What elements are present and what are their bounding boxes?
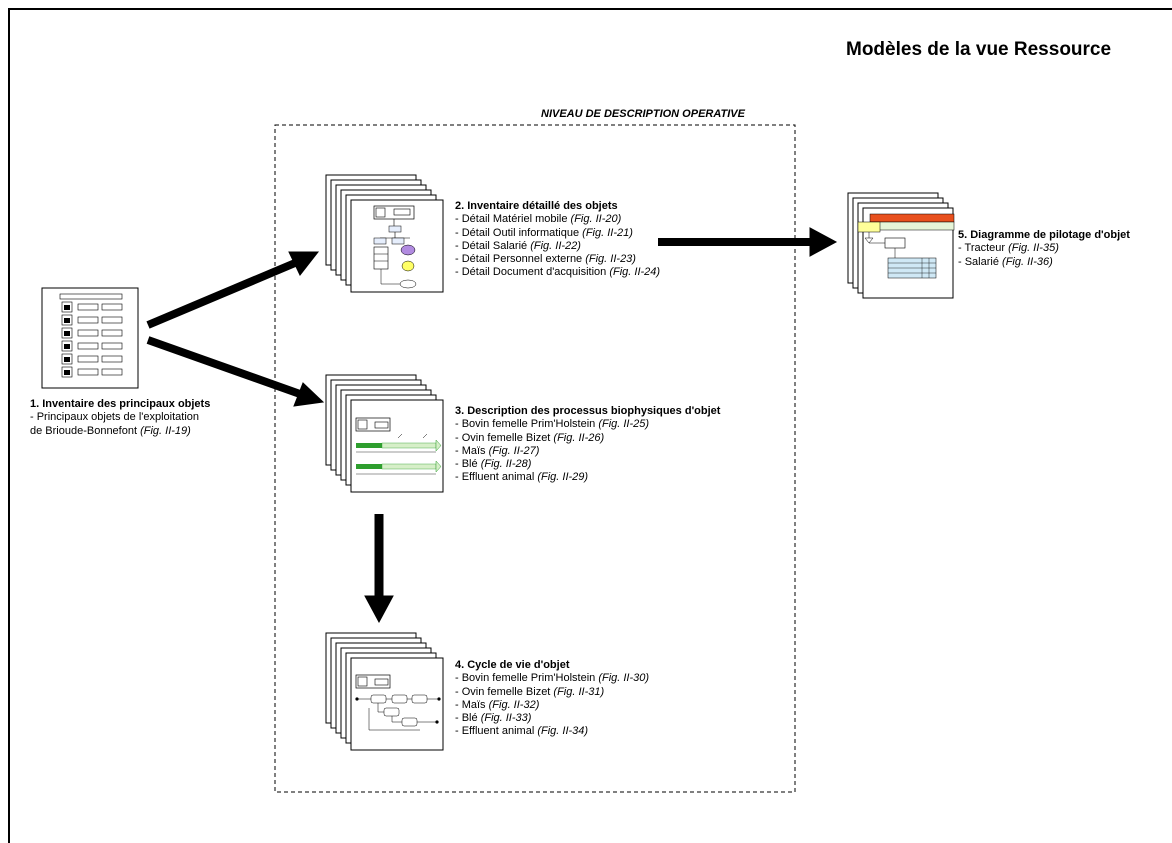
step-5-heading: 5. Diagramme de pilotage d'objet [958, 229, 1130, 241]
arrow-to-process [146, 336, 302, 398]
step-2-item: - Détail Document d'acquisition (Fig. II… [455, 266, 661, 279]
step-4-text: 4. Cycle de vie d'objet - Bovin femelle … [455, 659, 649, 739]
step-3-item: - Bovin femelle Prim'Holstein (Fig. II-2… [455, 418, 650, 431]
step-4-item: - Bovin femelle Prim'Holstein (Fig. II-3… [455, 672, 650, 685]
step-2-item: - Détail Salarié (Fig. II-22) [455, 239, 581, 252]
step-3-item: - Effluent animal (Fig. II-29) [455, 471, 589, 484]
step-3-item: - Blé (Fig. II-28) [455, 458, 532, 471]
operative-level-region [274, 124, 796, 793]
step-2-heading: 2. Inventaire détaillé des objets [455, 200, 618, 212]
inventory-row [61, 314, 123, 326]
step-5-text: 5. Diagramme de pilotage d'objet - Tract… [958, 229, 1130, 269]
step-1-item: - Principaux objets de l'exploitation [30, 411, 200, 424]
step-3-item: - Ovin femelle Bizet (Fig. II-26) [455, 431, 605, 444]
step-1-item: de Brioude-Bonnefont (Fig. II-19) [30, 424, 191, 437]
page-title: Modèles de la vue Ressource [846, 39, 1112, 60]
step-5-item: - Salarié (Fig. II-36) [958, 255, 1053, 268]
step-4-item: - Effluent animal (Fig. II-34) [455, 725, 589, 738]
step-2-item: - Détail Outil informatique (Fig. II-21) [455, 226, 633, 239]
thumbnail-inventory [41, 287, 139, 389]
arrow-to-detail [146, 259, 297, 329]
operative-level-label: NIVEAU DE DESCRIPTION OPERATIVE [541, 108, 745, 120]
step-1-text: 1. Inventaire des principaux objets - Pr… [30, 398, 210, 438]
inventory-row [61, 340, 123, 352]
thumbnail-stack-process [325, 374, 444, 493]
step-5-item: - Tracteur (Fig. II-35) [958, 242, 1059, 255]
thumbnail-stack-pilotage [847, 192, 955, 299]
step-2-text: 2. Inventaire détaillé des objets - Déta… [455, 200, 660, 280]
thumbnail-stack-detail [325, 174, 444, 293]
step-4-item: - Maïs (Fig. II-32) [455, 698, 540, 711]
inventory-row [61, 327, 123, 339]
step-3-heading: 3. Description des processus biophysique… [455, 405, 721, 417]
step-4-heading: 4. Cycle de vie d'objet [455, 659, 570, 671]
inventory-row [61, 353, 123, 365]
page-frame [8, 8, 1172, 843]
step-4-item: - Blé (Fig. II-33) [455, 712, 532, 725]
step-2-item: - Détail Personnel externe (Fig. II-23) [455, 253, 636, 266]
step-3-item: - Maïs (Fig. II-27) [455, 444, 540, 457]
inventory-row [61, 301, 123, 313]
step-3-text: 3. Description des processus biophysique… [455, 405, 720, 485]
inventory-row [61, 366, 123, 378]
step-1-heading: 1. Inventaire des principaux objets [30, 398, 211, 410]
arrows [146, 227, 838, 624]
step-2-item: - Détail Matériel mobile (Fig. II-20) [455, 213, 622, 226]
thumbnail-stack-lifecycle [325, 632, 444, 751]
step-4-item: - Ovin femelle Bizet (Fig. II-31) [455, 685, 605, 698]
